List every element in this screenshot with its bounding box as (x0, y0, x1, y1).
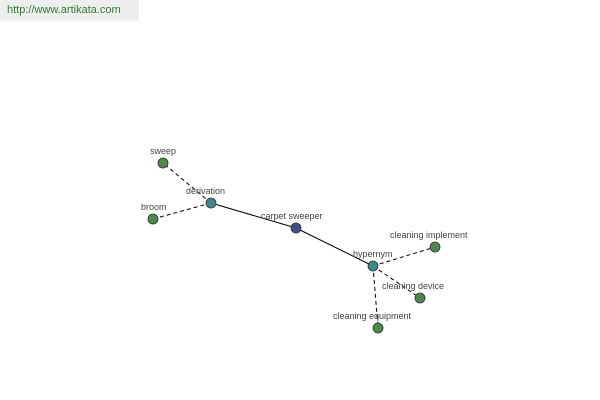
node-broom[interactable] (147, 213, 159, 225)
node-cleaning-implement[interactable] (429, 241, 441, 253)
node-label-center: carpet sweeper (261, 211, 323, 221)
edge-center-hypernym (295, 227, 374, 267)
edge-center-derivation (210, 202, 297, 229)
node-label-sweep: sweep (150, 146, 176, 156)
node-label-derivation: derivation (186, 186, 225, 196)
edge-derivation-sweep (162, 162, 212, 204)
node-center[interactable] (290, 222, 302, 234)
node-label-hypernym: hypernym (353, 249, 393, 259)
graph-nodes (147, 157, 441, 334)
edge-derivation-broom (152, 202, 212, 220)
edge-hypernym-cleaning-equipment (372, 265, 379, 329)
node-label-cleaning-device: cleaning device (382, 281, 444, 291)
node-sweep[interactable] (157, 157, 169, 169)
edge-hypernym-cleaning-implement (372, 246, 436, 267)
graph-labels: carpet sweeper derivation hypernym sweep bro… (141, 146, 468, 321)
node-cleaning-equipment[interactable] (372, 322, 384, 334)
graph-edges (152, 162, 436, 329)
node-cleaning-device[interactable] (414, 292, 426, 304)
node-label-cleaning-equipment: cleaning equipment (333, 311, 412, 321)
site-url-banner[interactable]: http://www.artikata.com (0, 0, 139, 21)
node-hypernym[interactable] (367, 260, 379, 272)
node-label-cleaning-implement: cleaning implement (390, 230, 468, 240)
edge-hypernym-cleaning-device (372, 265, 421, 299)
node-label-broom: broom (141, 202, 167, 212)
node-derivation[interactable] (205, 197, 217, 209)
